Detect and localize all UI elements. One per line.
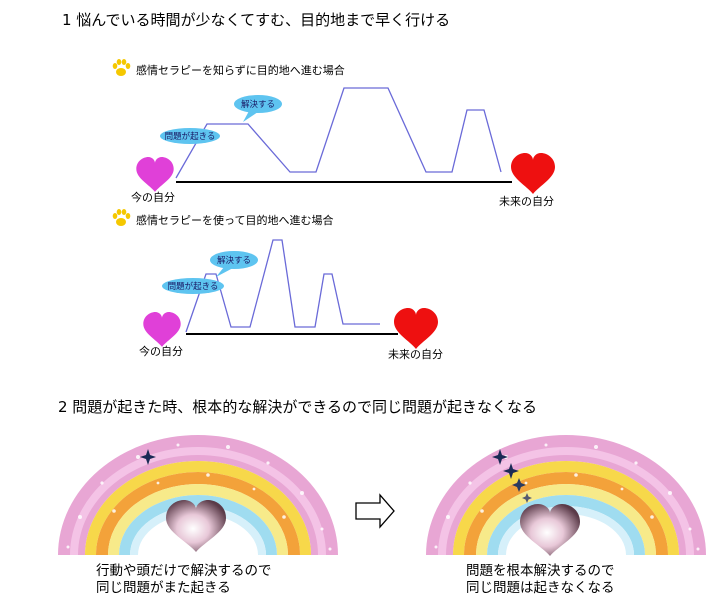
case-b-bubble-solve-text: 解決する [217, 255, 251, 266]
case-a-end-heart-icon [511, 153, 555, 194]
case-b-end-heart-icon [394, 308, 438, 349]
section-2-heading: 2 問題が起きた時、根本的な解決ができるので同じ問題が起きなくなる [58, 398, 538, 416]
arrow-icon [355, 493, 395, 529]
left-rainbow-heart-icon [166, 500, 226, 552]
right-rainbow-heart-icon [520, 504, 580, 556]
case-a-path [175, 87, 502, 179]
case-b-path [185, 239, 380, 333]
case-a-label: 感情セラピーを知らずに目的地へ進む場合 [136, 64, 345, 77]
right-star-icon-2 [503, 463, 519, 479]
case-b-start-label: 今の自分 [139, 345, 183, 358]
case-b-end-label: 未来の自分 [388, 348, 443, 361]
case-b-start-heart-icon [143, 312, 181, 347]
case-b-label: 感情セラピーを使って目的地へ進む場合 [136, 214, 334, 227]
case-a-bubble-solve-text: 解決する [241, 99, 275, 110]
case-a-end-label: 未来の自分 [499, 195, 554, 208]
case-a-start-label: 今の自分 [131, 191, 175, 204]
right-star-icon-4 [522, 493, 532, 503]
left-caption-line-1: 行動や頭だけで解決するので [96, 563, 272, 579]
case-a-bubble-solve: 解決する [234, 95, 282, 122]
case-b-paw-icon [112, 209, 131, 226]
right-caption-line-1: 問題を根本解決するので [466, 563, 615, 579]
right-caption-line-2: 同じ問題は起きなくなる [466, 580, 615, 596]
case-b-bubble-solve: 解決する [210, 251, 258, 277]
right-caption: 問題を根本解決するので 同じ問題は起きなくなる [466, 563, 615, 597]
left-caption: 行動や頭だけで解決するので 同じ問題がまた起きる [96, 563, 272, 597]
right-star-icon-3 [512, 478, 526, 492]
case-a-start-heart-icon [136, 157, 174, 192]
case-a-bubble-problem: 問題が起きる [160, 128, 220, 144]
right-star-icon-1 [492, 449, 508, 465]
left-caption-line-2: 同じ問題がまた起きる [96, 580, 231, 596]
left-star-icon [140, 449, 156, 465]
case-b-bubble-problem-text: 問題が起きる [168, 281, 219, 292]
section-1-heading: 1 悩んでいる時間が少なくてすむ、目的地まで早く行ける [62, 11, 451, 29]
case-b-bubble-problem: 問題が起きる [162, 278, 224, 294]
case-a-bubble-problem-text: 問題が起きる [165, 131, 216, 142]
case-a-paw-icon [112, 59, 131, 76]
